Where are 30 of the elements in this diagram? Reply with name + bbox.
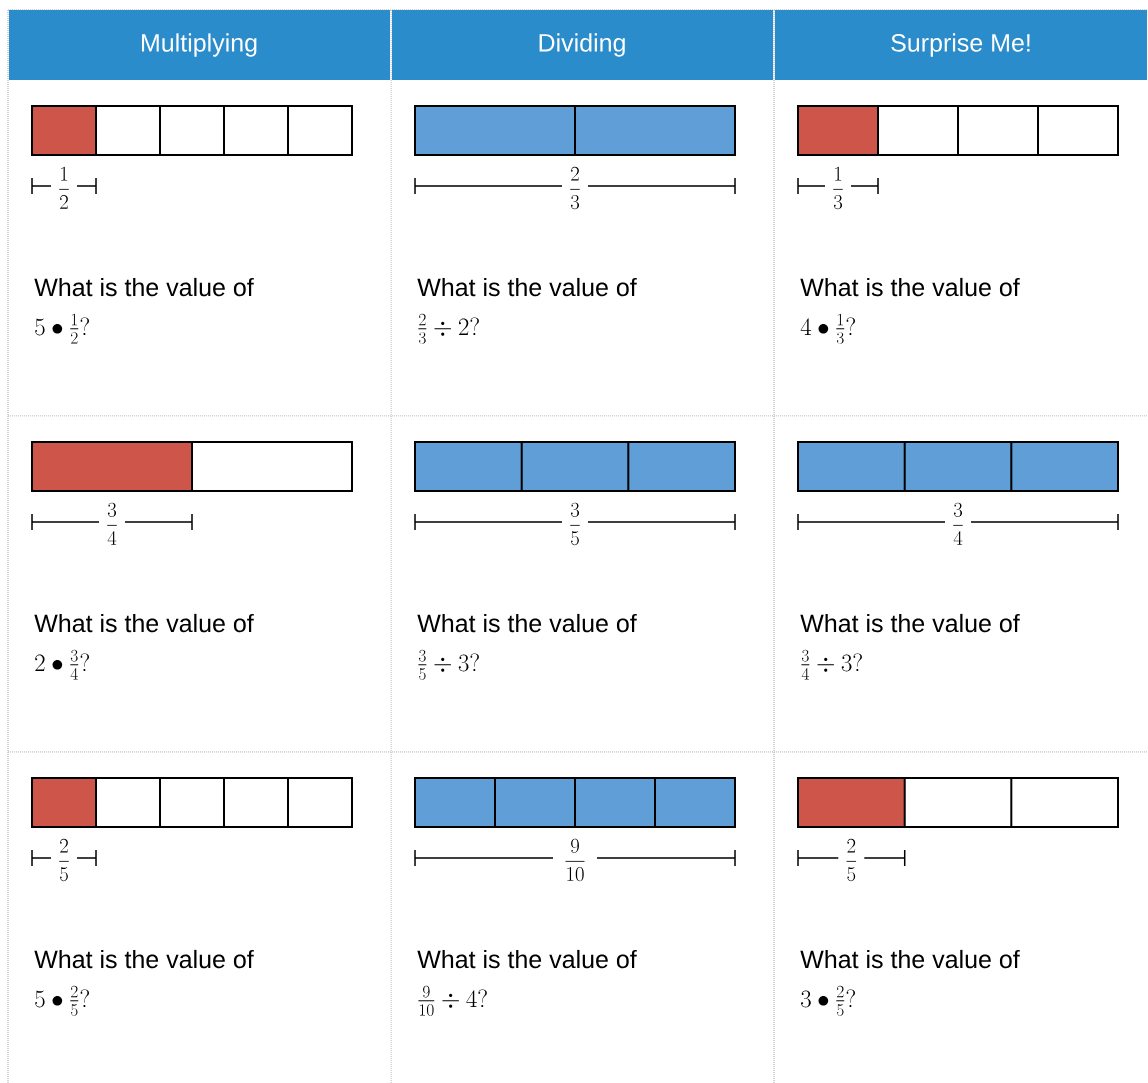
expression: $\tfrac{3}{4} \div 3?$ bbox=[801, 649, 862, 680]
header-cell: Multiplying bbox=[9, 10, 390, 80]
question-text: What is the value of bbox=[34, 277, 254, 297]
question-text: What is the value of bbox=[417, 949, 637, 969]
question-text: What is the value of bbox=[800, 613, 1020, 633]
fraction-label: $\frac{1}{2}$ bbox=[59, 166, 69, 209]
question-text: What is the value of bbox=[417, 277, 637, 297]
expression: $3 \bullet \tfrac{2}{5}?$ bbox=[801, 985, 855, 1016]
fraction-label: $\frac{9}{10}$ bbox=[565, 838, 585, 882]
expression: $\tfrac{2}{3} \div 2?$ bbox=[418, 313, 479, 344]
expression: $2 \bullet \tfrac{3}{4}?$ bbox=[35, 649, 89, 680]
question-text: What is the value of bbox=[34, 949, 254, 969]
expression: $\tfrac{9}{10} \div 4?$ bbox=[418, 985, 487, 1016]
header-cell: Dividing bbox=[392, 10, 773, 80]
question-text: What is the value of bbox=[34, 613, 254, 633]
question-text: What is the value of bbox=[417, 613, 637, 633]
fraction-label: $\frac{2}{5}$ bbox=[59, 838, 69, 882]
fraction-label: $\frac{1}{3}$ bbox=[833, 166, 843, 210]
expression: $\tfrac{3}{5} \div 3?$ bbox=[418, 649, 479, 680]
fraction-label: $\frac{2}{3}$ bbox=[570, 166, 580, 210]
fraction-label: $\frac{2}{5}$ bbox=[846, 838, 857, 882]
expression: $5 \bullet \tfrac{1}{2}?$ bbox=[35, 313, 89, 344]
fraction-label: $\frac{3}{5}$ bbox=[570, 502, 580, 546]
question-text: What is the value of bbox=[800, 949, 1020, 969]
question-text: What is the value of bbox=[800, 277, 1020, 297]
fraction-label: $\frac{3}{4}$ bbox=[953, 502, 963, 545]
expression: $4 \bullet \tfrac{1}{3}?$ bbox=[800, 313, 855, 344]
expression: $5 \bullet \tfrac{2}{5}?$ bbox=[35, 985, 89, 1016]
fraction-label: $\frac{3}{4}$ bbox=[107, 502, 117, 545]
header-cell: Surprise Me! bbox=[775, 10, 1147, 80]
